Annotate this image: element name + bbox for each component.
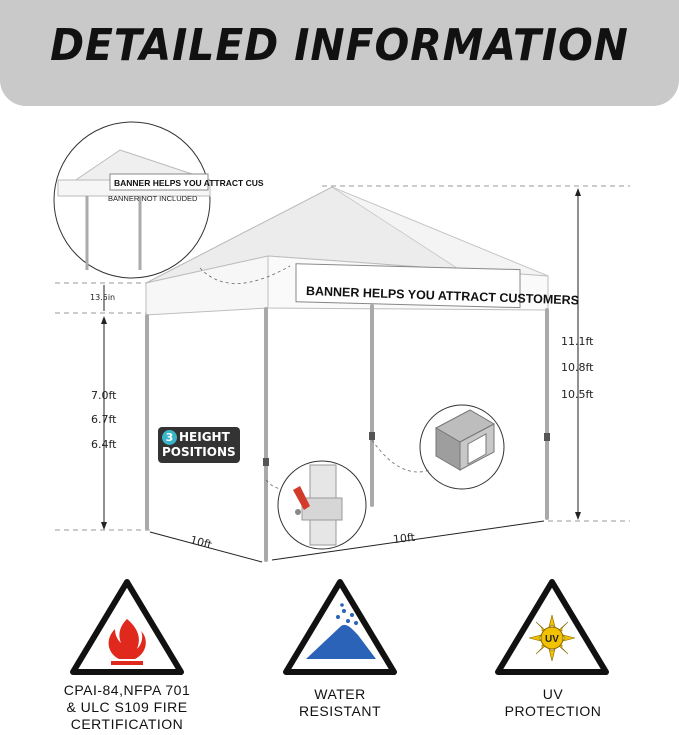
dimension-guides	[55, 185, 630, 531]
badge-line1: HEIGHT	[179, 430, 230, 444]
uv-warning-icon: UV	[495, 579, 609, 675]
peak-height-1: 11.1ft	[561, 335, 594, 348]
fire-label-line3: CERTIFICATION	[70, 716, 184, 732]
tent-legs	[145, 304, 549, 562]
inset-leg-profile-detail	[419, 404, 505, 490]
inset-banner-detail	[53, 121, 211, 279]
fire-label-line1: CPAI-84,NFPA 701	[63, 682, 191, 698]
uv-protection-label: UV PROTECTION	[483, 686, 623, 720]
eave-height-2: 6.7ft	[91, 413, 117, 426]
peak-height-3: 10.5ft	[561, 388, 594, 401]
inset-lock-detail	[277, 460, 367, 550]
inset-note: BANNER NOT INCLUDED	[108, 194, 198, 203]
tent-roof	[145, 186, 549, 316]
badge-line2: POSITIONS	[162, 445, 236, 459]
fire-certification-label: CPAI-84,NFPA 701 & ULC S109 FIRE CERTIFI…	[52, 682, 202, 733]
header-banner: DETAILED INFORMATION	[0, 0, 679, 106]
peak-height-2: 10.8ft	[561, 361, 594, 374]
page-title: DETAILED INFORMATION	[50, 20, 629, 71]
tent-diagram: BANNER HELPS YOU ATTRACT CUSTOMERS	[53, 121, 630, 563]
uv-label-line1: UV	[542, 686, 564, 702]
water-resistant-label: WATER RESISTANT	[270, 686, 410, 720]
water-label-line2: RESISTANT	[298, 703, 382, 719]
eave-height-1: 7.0ft	[91, 389, 117, 402]
svg-text:UV: UV	[545, 634, 559, 645]
badge-number: 3	[162, 430, 177, 445]
fire-warning-icon	[70, 579, 184, 675]
eave-height-3: 6.4ft	[91, 438, 117, 451]
water-warning-icon	[283, 579, 397, 675]
water-label-line1: WATER	[314, 686, 366, 702]
uv-label-line2: PROTECTION	[504, 703, 602, 719]
inset-banner-text: BANNER HELPS YOU ATTRACT CUS	[114, 178, 264, 188]
valance-height-label: 13.5in	[90, 293, 116, 302]
width-right-label: 10ft	[392, 530, 416, 547]
fire-label-line2: & ULC S109 FIRE	[66, 699, 188, 715]
